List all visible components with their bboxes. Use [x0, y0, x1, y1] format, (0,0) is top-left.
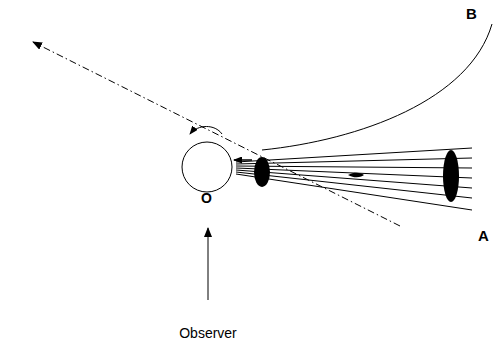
observer-arrow [208, 228, 209, 300]
curve-b [262, 24, 492, 150]
point-label: O [201, 191, 212, 205]
rotation-arrow [190, 127, 222, 135]
motion-mark [348, 173, 364, 178]
axis-line [33, 42, 400, 226]
blob [443, 150, 459, 202]
motion-arrow [234, 159, 252, 161]
point-label: A [478, 228, 489, 243]
blob [254, 157, 270, 187]
central-circle [182, 142, 232, 192]
observer-label: Observer [179, 326, 237, 340]
jet-bundle [236, 148, 472, 210]
point-label: B [466, 6, 477, 21]
